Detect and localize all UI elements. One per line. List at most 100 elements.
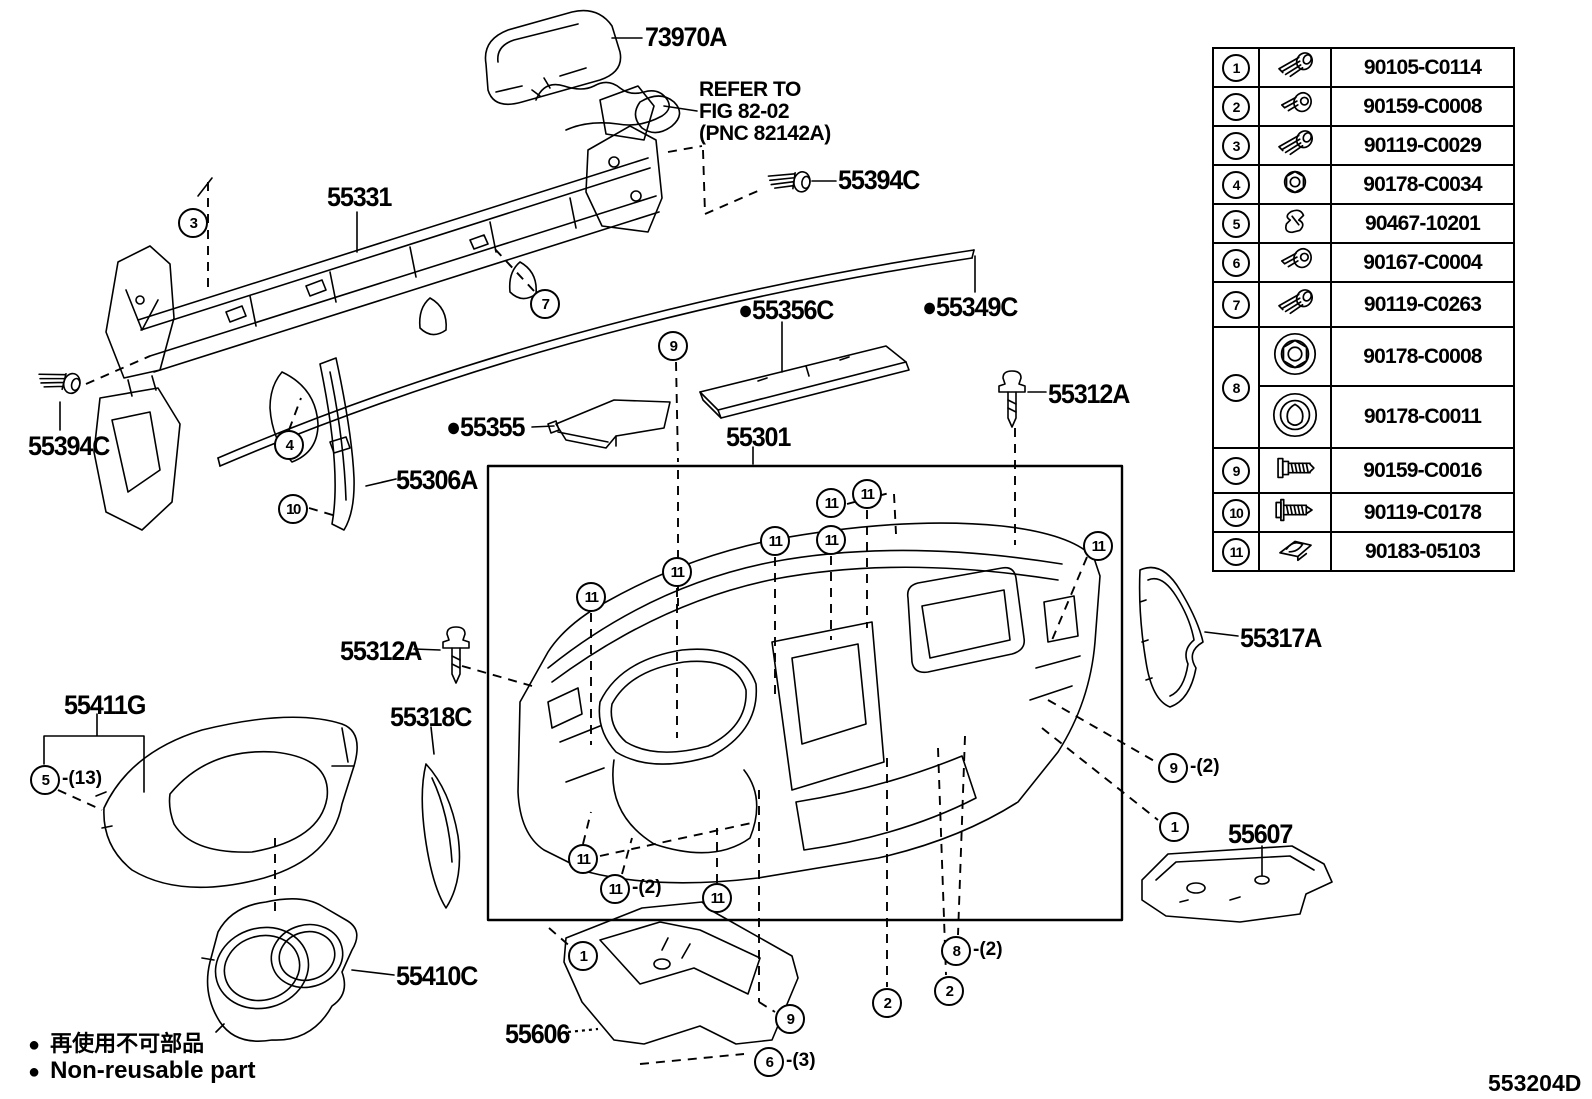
part-55606-lower-panel (564, 902, 798, 1044)
table-row: 3 90119-C0029 (1212, 125, 1515, 166)
callout-2-b: 2 (934, 976, 964, 1006)
callout-11-f: 11 (852, 479, 882, 509)
row-number-badge: 4 (1222, 170, 1250, 199)
label-55394C-top: 55394C (838, 165, 920, 195)
callout-8-qty: -(2) (973, 939, 1003, 960)
row-number-badge: 3 (1222, 131, 1250, 160)
tapping-screw-icon (1278, 52, 1314, 78)
screw-55394C-top-icon (767, 167, 811, 193)
callout-9-right: 9 (1158, 753, 1188, 783)
callout-8: 8 (941, 936, 971, 966)
callout-11-g: 11 (1083, 531, 1113, 561)
non-reusable-dot-icon: ● (28, 1034, 41, 1056)
table-row: 4 90178-C0034 (1212, 164, 1515, 205)
row-number-badge: 1 (1222, 53, 1250, 82)
clip-icon (1284, 209, 1305, 234)
part-55356C-garnish (700, 346, 909, 418)
callout-11-h: 11 (568, 844, 598, 874)
callout-5-qty: -(13) (62, 768, 103, 789)
spring-nut-icon (1279, 540, 1312, 562)
callout-6: 6 (754, 1047, 784, 1077)
dotted-leader-55606 (568, 1029, 598, 1032)
part-number: 90178-C0034 (1330, 164, 1515, 205)
part-55301-instrument-panel (518, 523, 1100, 883)
label-55349C: ●55349C (922, 292, 1018, 322)
legend-non-reusable-jp: ●再使用不可部品 (28, 1026, 204, 1058)
callout-9-right-qty: -(2) (1190, 756, 1220, 777)
label-55355: ●55355 (446, 412, 525, 442)
label-55410C: 55410C (396, 961, 478, 991)
callout-4: 4 (274, 430, 304, 460)
callout-5: 5 (30, 765, 60, 795)
label-55606: 55606 (505, 1019, 570, 1049)
part-55318C-garnish (422, 764, 459, 908)
part-82142A-harness (532, 78, 680, 133)
callout-11-i-qty: -(2) (632, 877, 662, 898)
callout-10: 10 (278, 494, 308, 524)
hex-bolt-icon (1277, 457, 1315, 479)
label-55318C: 55318C (390, 702, 472, 732)
label-73970A: 73970A (645, 22, 727, 52)
callout-3: 3 (178, 208, 208, 238)
refer-note: REFER TO FIG 82-02 (PNC 82142A) (699, 79, 831, 145)
part-55306A-brace (320, 358, 354, 530)
callout-2-a: 2 (872, 988, 902, 1018)
callout-11-a: 11 (576, 582, 606, 612)
part-55607-lower-panel (1142, 846, 1332, 922)
row-number-badge: 11 (1222, 537, 1250, 566)
clip-55312A-right-icon (999, 371, 1025, 427)
diagram-code: 553204D (1488, 1070, 1582, 1096)
callout-11-i: 11 (600, 874, 630, 904)
part-number: 90119-C0178 (1330, 492, 1515, 533)
callout-11-j: 11 (702, 883, 732, 913)
label-55394C-left: 55394C (28, 431, 110, 461)
non-reusable-dot-icon: ● (28, 1061, 41, 1083)
row-number-badge: 8 (1222, 373, 1250, 402)
screw-55394C-left-icon (36, 366, 82, 396)
label-55411G: 55411G (64, 690, 146, 720)
part-number: 90178-C0011 (1330, 385, 1515, 449)
row-number-badge: 9 (1222, 456, 1250, 485)
washer-screw-icon (1280, 247, 1312, 269)
label-55331: 55331 (327, 182, 392, 212)
part-55411G-panel (96, 717, 357, 887)
part-55349C-strip (218, 250, 974, 466)
label-55607: 55607 (1228, 819, 1293, 849)
part-73970A-airbag-lid (485, 11, 620, 105)
label-55356C: ●55356C (738, 295, 834, 325)
part-number: 90178-C0008 (1330, 326, 1515, 387)
refer-note-line1: REFER TO (699, 78, 801, 101)
part-55410C-meter-hood (202, 899, 357, 1041)
tapping-screw-icon (1278, 289, 1314, 315)
table-row: 2 90159-C0008 (1212, 86, 1515, 127)
label-55312A-right: 55312A (1048, 379, 1130, 409)
callout-11-c: 11 (760, 526, 790, 556)
table-row: 9 90159-C0016 (1212, 447, 1515, 494)
clip-55312A-left-icon (443, 627, 469, 683)
table-row: 7 90119-C0263 (1212, 281, 1515, 328)
label-55312A-left: 55312A (340, 636, 422, 666)
table-row: 10 90119-C0178 (1212, 492, 1515, 533)
grommet-icon (1272, 392, 1318, 437)
table-row: 6 90167-C0004 (1212, 242, 1515, 283)
row-number-badge: 10 (1222, 498, 1250, 527)
callout-11-b: 11 (662, 557, 692, 587)
hex-bolt-icon (1275, 498, 1313, 522)
row-number-badge: 5 (1222, 209, 1250, 238)
fastener-table: 1 90105-C0114 2 90159-C0008 3 90119-C002… (1212, 47, 1515, 572)
part-55301-frame-box (488, 466, 1122, 920)
part-55355-pad (548, 400, 670, 448)
row-number-badge: 7 (1222, 290, 1250, 319)
callout-11-d: 11 (816, 488, 846, 518)
part-number: 90167-C0004 (1330, 242, 1515, 283)
nut-icon (1283, 170, 1307, 194)
part-number: 90119-C0029 (1330, 125, 1515, 166)
callout-11-e: 11 (816, 525, 846, 555)
callout-1-left: 1 (568, 941, 598, 971)
callout-9-mid: 9 (775, 1004, 805, 1034)
table-row: 90178-C0011 (1213, 385, 1515, 449)
label-55306A: 55306A (396, 465, 478, 495)
row-number-badge: 2 (1222, 92, 1250, 121)
